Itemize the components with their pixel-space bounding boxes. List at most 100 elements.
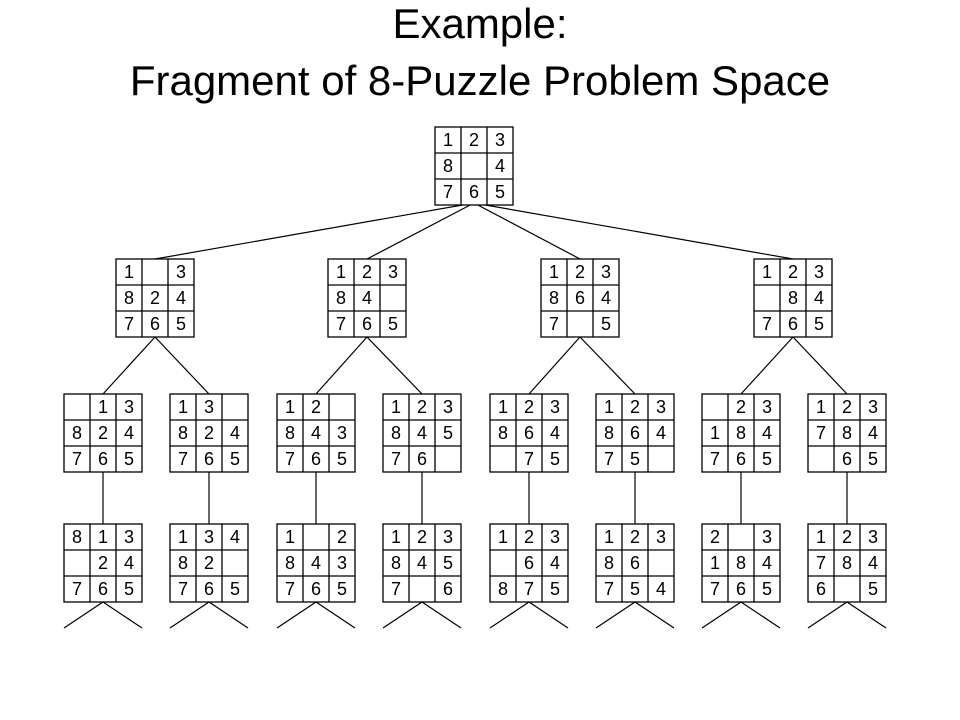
tile-n1a1-2: 3: [124, 527, 134, 547]
tile-n3b1-2: 3: [656, 527, 666, 547]
tile-n1b-8: 5: [230, 449, 240, 469]
tile-n2b1-3: 8: [391, 553, 401, 573]
tile-n2b-6: 7: [391, 449, 401, 469]
tile-n3a1-2: 3: [550, 527, 560, 547]
tile-n4b1-3: 7: [816, 553, 826, 573]
tile-n1b1-3: 8: [178, 553, 188, 573]
edge-root-n3: [473, 202, 581, 260]
edge-n1-n1a: [102, 336, 156, 395]
tile-n2a-4: 4: [311, 423, 321, 443]
tile-n4a1-4: 8: [736, 553, 746, 573]
tile-n1b-3: 8: [178, 423, 188, 443]
tile-n2-8: 5: [388, 314, 398, 334]
tile-n2b1-5: 5: [443, 553, 453, 573]
tile-n2a1-8: 5: [337, 579, 347, 599]
tile-n3b-1: 2: [630, 397, 640, 417]
tile-n2a1-0: 1: [285, 527, 295, 547]
tile-root-8: 5: [495, 182, 505, 202]
edge-root-n4: [473, 202, 794, 260]
tile-n4b-1: 2: [842, 397, 852, 417]
tile-n3a1-0: 1: [498, 527, 508, 547]
tile-n4a-3: 1: [710, 423, 720, 443]
edge-continue-right-n4b1: [846, 601, 887, 629]
tile-n2-7: 6: [362, 314, 372, 334]
tile-n3-3: 8: [549, 288, 559, 308]
tile-n3b-3: 8: [604, 423, 614, 443]
tile-n2b1-6: 7: [391, 579, 401, 599]
tile-n3b1-7: 5: [630, 579, 640, 599]
tile-n3b1-0: 1: [604, 527, 614, 547]
tile-n4b-3: 7: [816, 423, 826, 443]
tile-n1-7: 6: [150, 314, 160, 334]
tile-n1b1-7: 6: [204, 579, 214, 599]
tile-n4a1-8: 5: [762, 579, 772, 599]
tile-n4-1: 2: [788, 262, 798, 282]
tile-n3-8: 5: [601, 314, 611, 334]
tile-n2-1: 2: [362, 262, 372, 282]
tile-n2b-5: 5: [443, 423, 453, 443]
tile-n2-0: 1: [336, 262, 346, 282]
tile-n4b-5: 4: [868, 423, 878, 443]
tile-n2b1-2: 3: [443, 527, 453, 547]
tile-n3b1-6: 7: [604, 579, 614, 599]
tile-n1a-2: 3: [124, 397, 134, 417]
title-line-1: Example:: [392, 0, 568, 47]
tile-n3a1-6: 8: [498, 579, 508, 599]
tile-n4b-7: 6: [842, 449, 852, 469]
edge-continue-right-n3a1: [528, 601, 569, 629]
tile-n1a1-7: 6: [98, 579, 108, 599]
tile-root-0: 1: [443, 130, 453, 150]
tile-root-6: 7: [443, 182, 453, 202]
edge-continue-left-n1a1: [63, 601, 104, 629]
tile-n2a-5: 3: [337, 423, 347, 443]
tile-n4-0: 1: [762, 262, 772, 282]
tile-n2b-3: 8: [391, 423, 401, 443]
tile-n1a-3: 8: [72, 423, 82, 443]
tile-n2a-8: 5: [337, 449, 347, 469]
tile-n1a-1: 1: [98, 397, 108, 417]
tile-n1b1-8: 5: [230, 579, 240, 599]
edge-continue-left-n3a1: [489, 601, 530, 629]
tile-n3-0: 1: [549, 262, 559, 282]
tile-n4-4: 8: [788, 288, 798, 308]
tile-n3a-7: 7: [524, 449, 534, 469]
tile-n4a1-7: 6: [736, 579, 746, 599]
tile-n3b-4: 6: [630, 423, 640, 443]
tile-n4b1-0: 1: [816, 527, 826, 547]
edge-continue-right-n2a1: [315, 601, 356, 629]
tile-n4b1-4: 8: [842, 553, 852, 573]
tile-n3b1-3: 8: [604, 553, 614, 573]
tile-n3-2: 3: [601, 262, 611, 282]
tile-n4a-8: 5: [762, 449, 772, 469]
tile-n2a-1: 2: [311, 397, 321, 417]
tile-n2b-1: 2: [417, 397, 427, 417]
tile-n1-3: 8: [124, 288, 134, 308]
tile-n2-4: 4: [362, 288, 372, 308]
tile-n2a-0: 1: [285, 397, 295, 417]
tile-n1a-5: 4: [124, 423, 134, 443]
edge-n3-n3a: [528, 336, 581, 395]
tile-n4a-6: 7: [710, 449, 720, 469]
tile-n2b-2: 3: [443, 397, 453, 417]
tile-n4a-7: 6: [736, 449, 746, 469]
tile-n3a1-4: 6: [524, 553, 534, 573]
edge-n1-n1b: [154, 336, 210, 395]
tile-n4-5: 4: [814, 288, 824, 308]
tile-n3-4: 6: [575, 288, 585, 308]
tile-n4-7: 6: [788, 314, 798, 334]
tile-n2b1-4: 4: [417, 553, 427, 573]
tile-n3a-4: 6: [524, 423, 534, 443]
tile-n4a-1: 2: [736, 397, 746, 417]
edge-n4-n4b: [792, 336, 848, 395]
edge-root-n2: [366, 202, 475, 260]
tile-n1a-7: 6: [98, 449, 108, 469]
tile-n1b-1: 3: [204, 397, 214, 417]
